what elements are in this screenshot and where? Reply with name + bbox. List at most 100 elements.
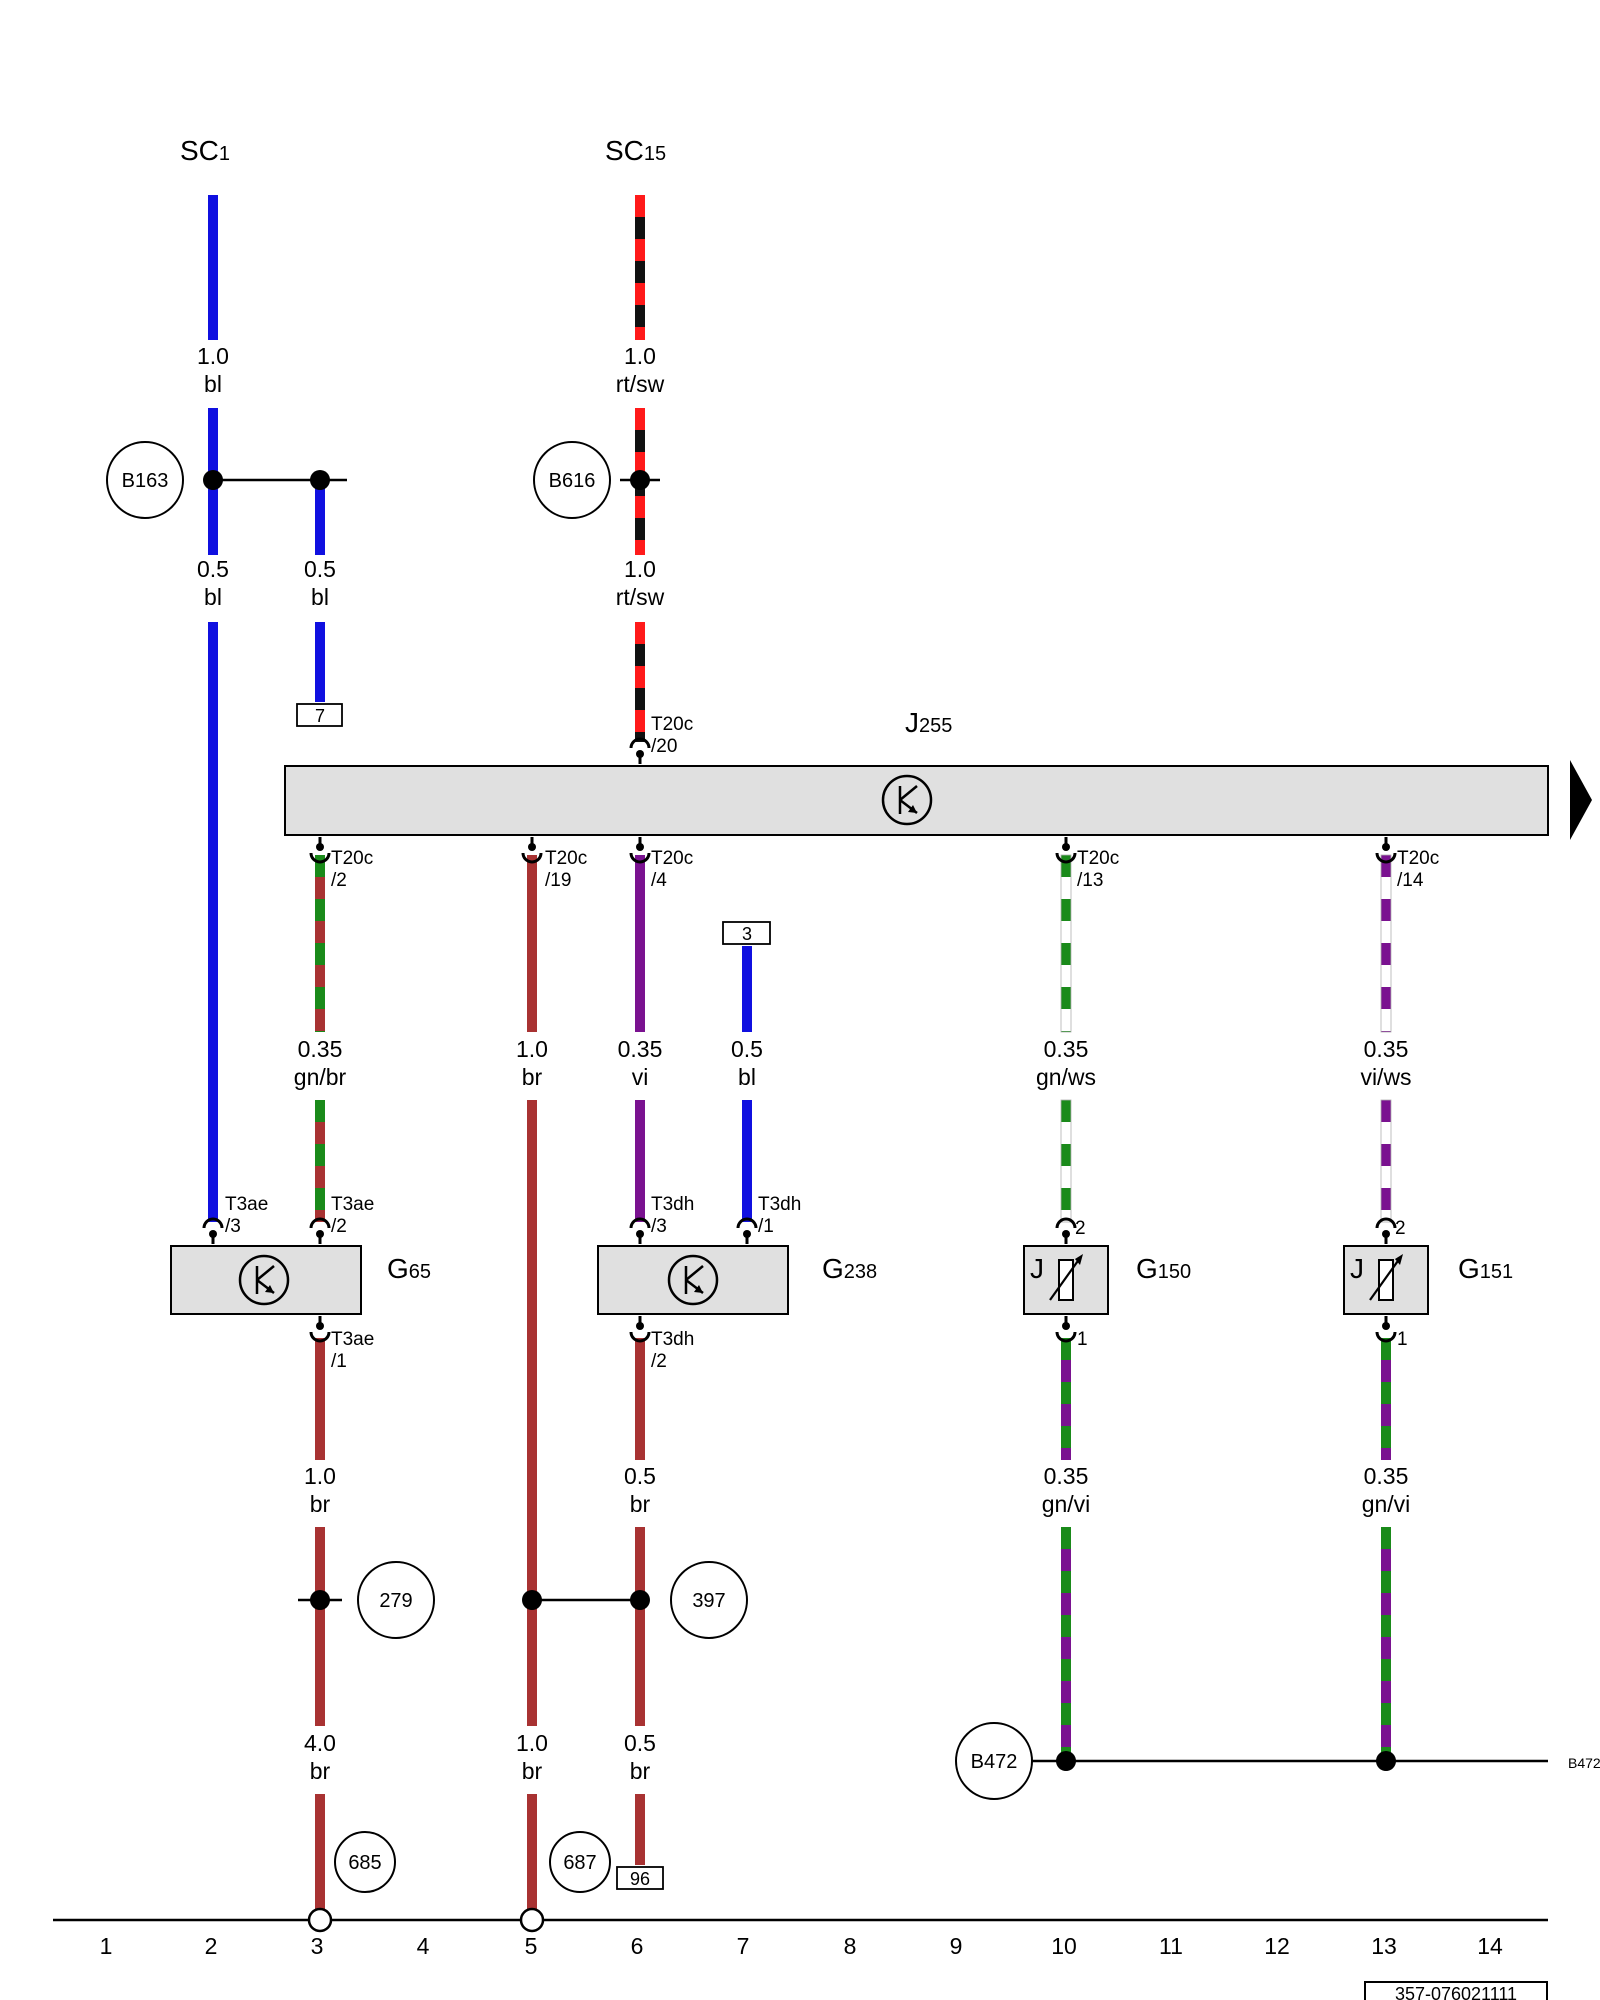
grid-number: 14 <box>1477 1933 1503 1959</box>
electronic-symbol-icon <box>238 1254 290 1306</box>
circle-references: B163 B616 279 397 685 687 B472 <box>106 441 1033 1893</box>
connector-terminal <box>1375 1316 1397 1343</box>
connector-terminal <box>629 1217 651 1244</box>
ref-circle <box>106 441 184 519</box>
wire-color: vi/ws <box>1360 1064 1411 1090</box>
wire-color: br <box>630 1758 651 1784</box>
grid-number: 9 <box>950 1933 963 1959</box>
electronic-symbol-icon <box>881 774 933 826</box>
connector-name: T3ae <box>331 1194 374 1215</box>
wire-segment <box>1060 854 1072 1033</box>
connector-terminal <box>309 1316 331 1343</box>
ref-circle-label: 687 <box>563 1852 596 1874</box>
supply-label-sc1: SC1 <box>180 135 230 166</box>
wire-gauge: 0.35 <box>1044 1463 1089 1489</box>
connector-terminal <box>202 1217 224 1244</box>
wire-gauge: 0.5 <box>624 1730 656 1756</box>
ref-circle-label: 685 <box>348 1852 381 1874</box>
connector-pin: /2 <box>651 1351 667 1372</box>
splice-points <box>203 470 1396 1771</box>
wire-color: vi <box>632 1064 649 1090</box>
ref-circle-label: B472 <box>971 1751 1018 1773</box>
splice-dot <box>310 1590 330 1610</box>
connector-terminal <box>1055 1316 1077 1343</box>
connector-terminal <box>309 837 331 864</box>
wire-labels: 1.0 bl 1.0 rt/sw 0.5 bl 0.5 bl 1.0 rt/sw… <box>197 343 1412 1784</box>
grid-number: 6 <box>631 1933 644 1959</box>
splice-dot <box>522 1590 542 1610</box>
ref-circle <box>357 1561 435 1639</box>
component-label-g150: G150 <box>1136 1253 1191 1284</box>
wire-color: gn/vi <box>1362 1491 1411 1517</box>
connector-terminal <box>629 737 651 764</box>
supply-label-sc15: SC15 <box>605 135 666 166</box>
electronic-symbol-icon <box>667 1254 719 1306</box>
wire-color: bl <box>738 1064 756 1090</box>
grid-number: 10 <box>1051 1933 1077 1959</box>
wire-color: br <box>310 1758 331 1784</box>
connector-name: T3ae <box>225 1194 268 1215</box>
wire-gauge: 0.35 <box>618 1036 663 1062</box>
grid-number: 1 <box>100 1933 113 1959</box>
grid-number: 3 <box>311 1933 324 1959</box>
connector-pin: /1 <box>758 1216 774 1237</box>
wire-gauge: 1.0 <box>624 556 656 582</box>
sensor-pin-label: 2 <box>1395 1218 1406 1239</box>
wire-gauge: 1.0 <box>516 1036 548 1062</box>
ref-box <box>722 921 771 945</box>
box-references: 7 3 96 <box>296 703 771 1890</box>
wire-gauge: 1.0 <box>304 1463 336 1489</box>
wire-color: gn/ws <box>1036 1064 1096 1090</box>
wire-color: gn/vi <box>1042 1491 1091 1517</box>
wire-color: bl <box>311 584 329 610</box>
ntc-resistor-icon <box>1369 1254 1403 1301</box>
ref-box-label: 7 <box>315 706 325 726</box>
doc-number: 357-076021111 <box>1395 1984 1517 2000</box>
connector-name: T20c <box>651 848 693 869</box>
j255-module-box[interactable] <box>284 765 1549 836</box>
connector-name: T3dh <box>758 1194 801 1215</box>
g65-component-box[interactable] <box>170 1245 362 1315</box>
splice-dot <box>1376 1751 1396 1771</box>
connector-name: T3dh <box>651 1194 694 1215</box>
continuation-arrow <box>1570 760 1592 840</box>
connector-terminal <box>309 1217 331 1244</box>
wire-segment <box>1380 1099 1392 1223</box>
grid-number: 2 <box>205 1933 218 1959</box>
connector-terminal <box>1055 837 1077 864</box>
wire-color: br <box>522 1064 543 1090</box>
wire-gauge: 1.0 <box>624 343 656 369</box>
wire-gauge: 0.35 <box>298 1036 343 1062</box>
grid-number: 12 <box>1264 1933 1290 1959</box>
wire-gauge: 0.5 <box>304 556 336 582</box>
grid-number: 5 <box>525 1933 538 1959</box>
ref-circle-label: B616 <box>549 470 596 492</box>
ref-circle <box>955 1722 1033 1800</box>
wire-gauge: 0.35 <box>1364 1036 1409 1062</box>
connector-name: T20c <box>1077 848 1119 869</box>
connector-pin: /14 <box>1397 870 1424 891</box>
ref-circle <box>533 441 611 519</box>
grid-number: 7 <box>737 1933 750 1959</box>
sensor-pin-label: 1 <box>1077 1329 1088 1350</box>
grid-number: 4 <box>417 1933 430 1959</box>
ref-box <box>296 703 343 727</box>
splice-dot <box>1056 1751 1076 1771</box>
ref-circle <box>549 1831 611 1893</box>
connector-name: T3dh <box>651 1329 694 1350</box>
g238-component-box[interactable] <box>597 1245 789 1315</box>
connector-pin: /2 <box>331 1216 347 1237</box>
g150-sensor-letter: J <box>1030 1253 1044 1284</box>
ref-circle-label: 397 <box>692 1590 725 1612</box>
wire-color: gn/br <box>294 1064 347 1090</box>
wire-color: bl <box>204 371 222 397</box>
wire-gauge: 0.5 <box>624 1463 656 1489</box>
wire-gauge: 1.0 <box>197 343 229 369</box>
connector-pin: /4 <box>651 870 667 891</box>
terminals-layer <box>202 737 1397 1343</box>
splice-dot <box>630 470 650 490</box>
ref-circle-label: 279 <box>379 1590 412 1612</box>
wire-gauge: 0.5 <box>731 1036 763 1062</box>
